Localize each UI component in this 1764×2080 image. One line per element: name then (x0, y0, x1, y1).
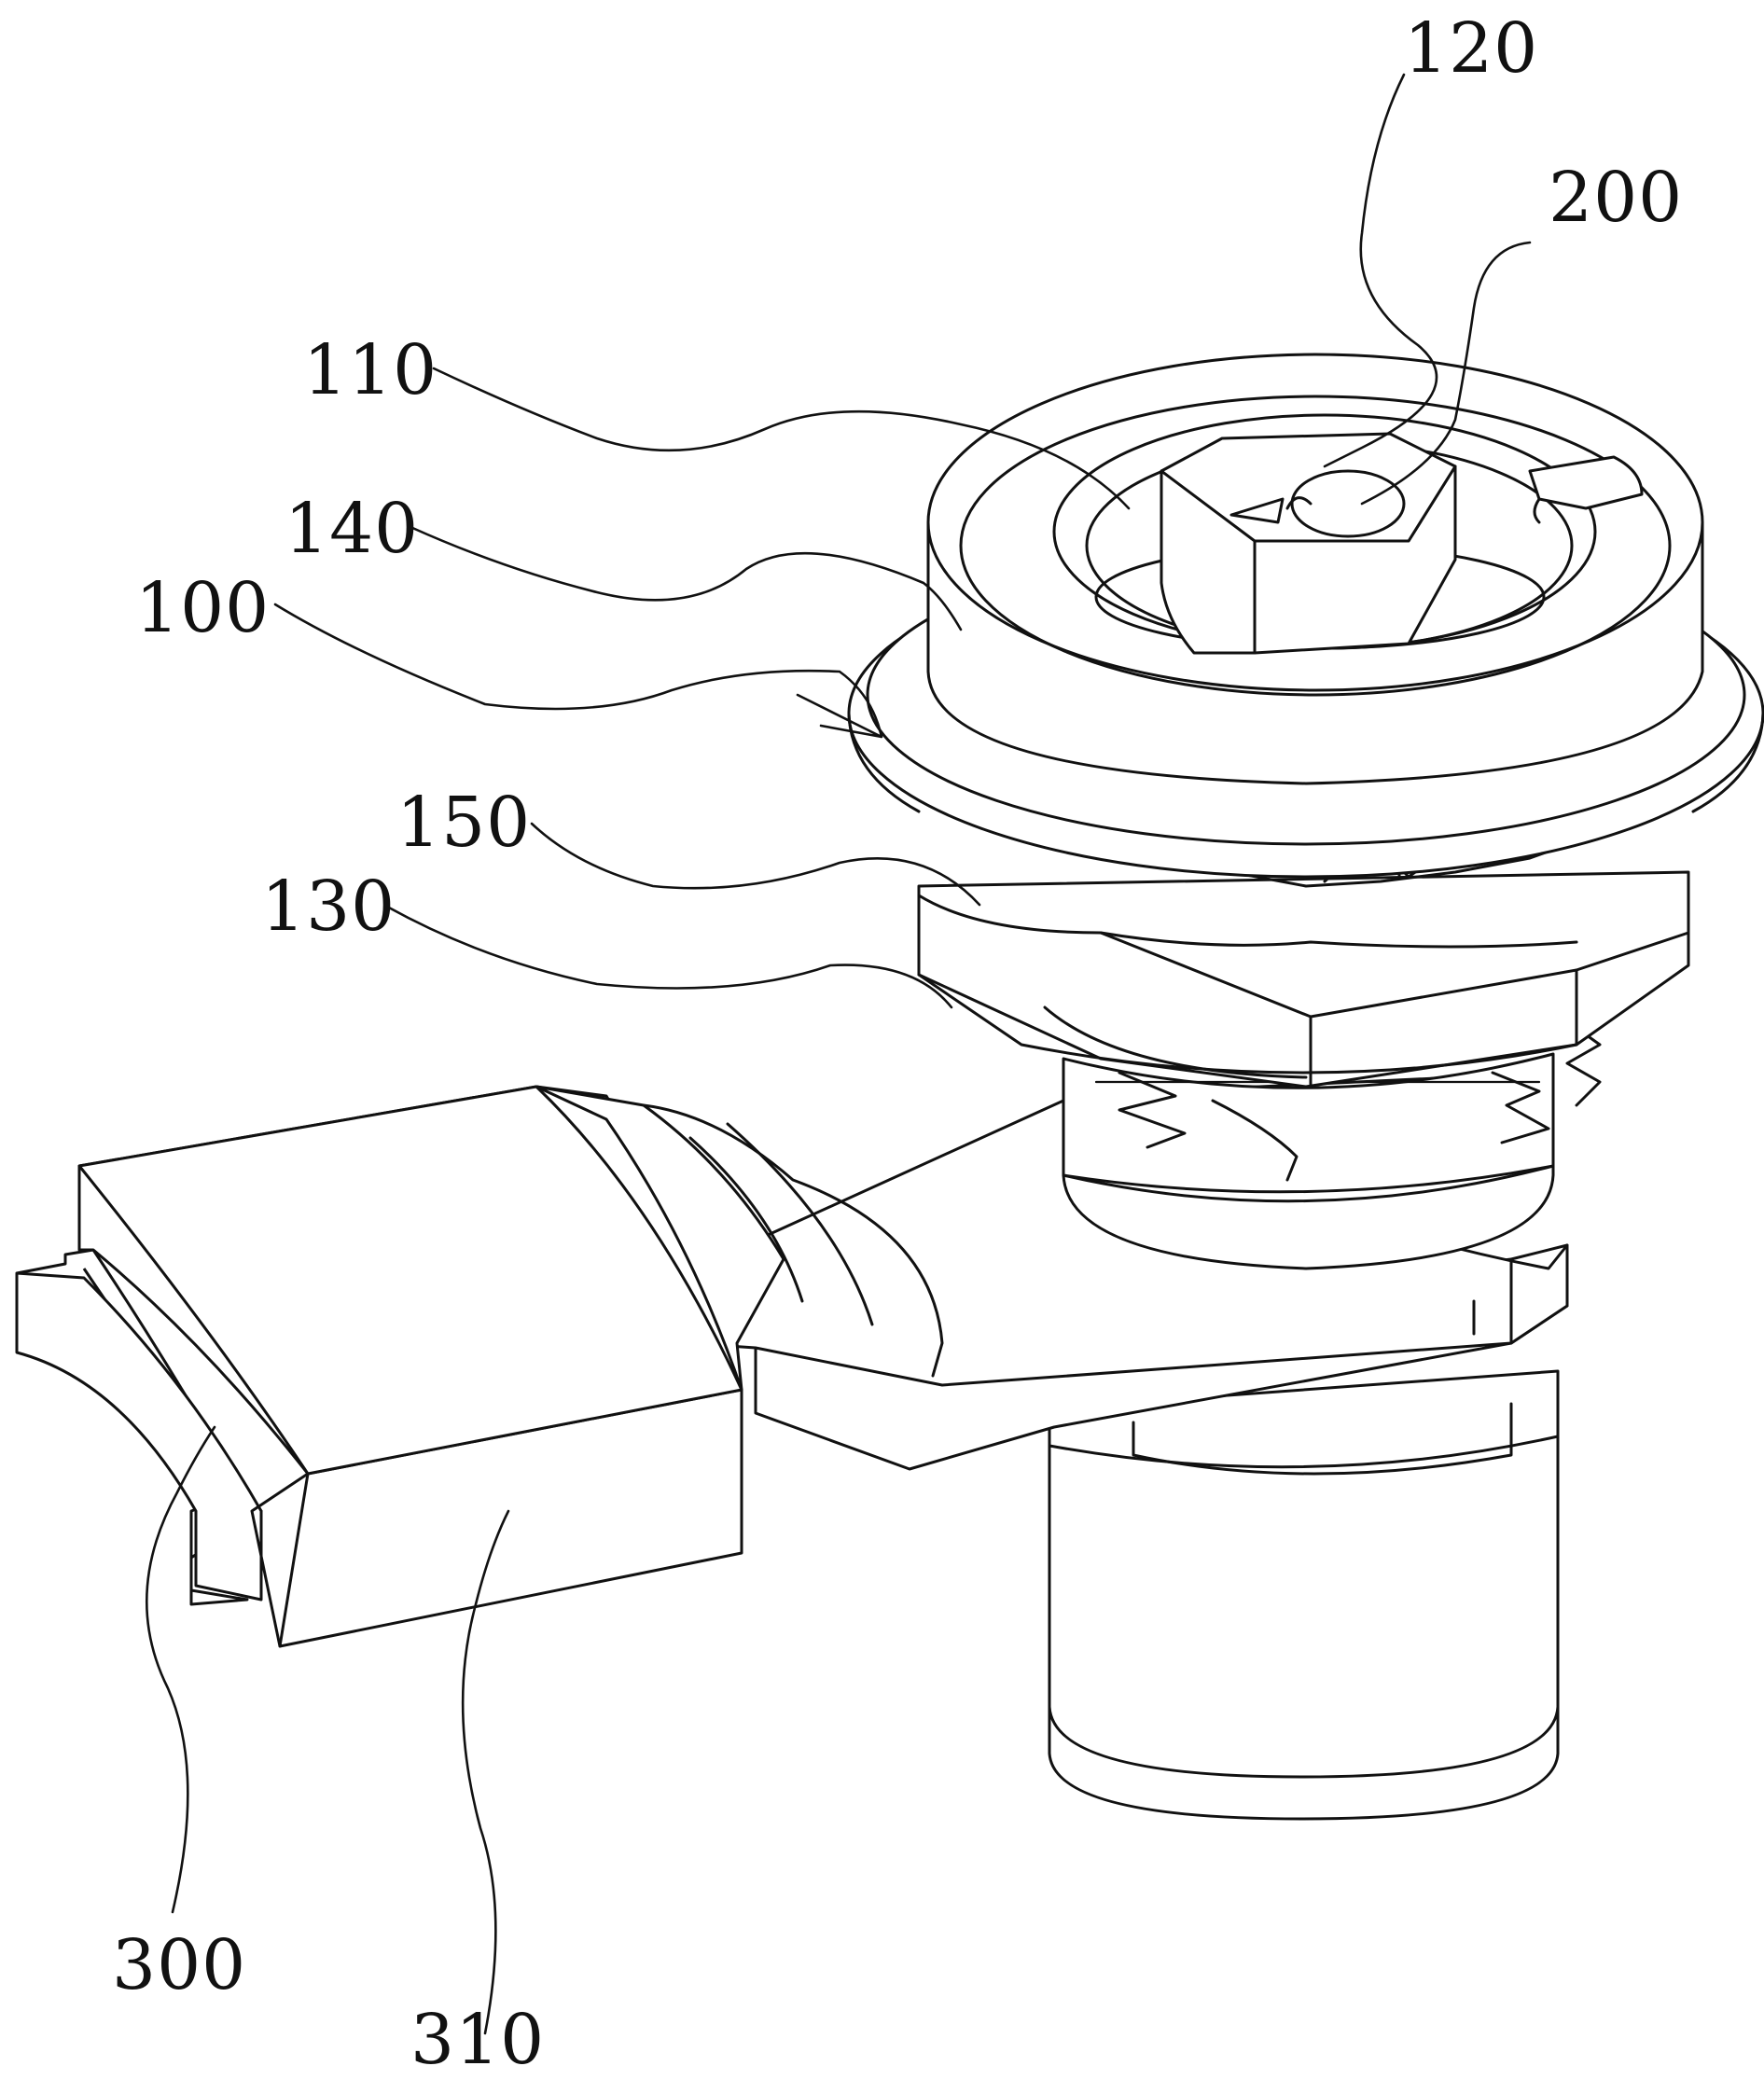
label-100: 100 (135, 568, 271, 648)
threaded-shaft (1062, 1019, 1602, 1270)
leader-110 (432, 367, 1131, 510)
leader-150 (530, 822, 981, 907)
hex-nut (917, 870, 1690, 1089)
arrow-100 (796, 693, 882, 739)
label-140: 140 (285, 489, 420, 569)
leader-140 (409, 525, 963, 631)
leader-310 (461, 1509, 510, 2035)
label-300: 300 (112, 1925, 247, 2005)
leader-120 (1323, 73, 1438, 468)
lower-cylinder (1048, 1369, 1560, 1821)
latch-block (15, 1085, 944, 1648)
leader-lines (146, 73, 1532, 2035)
leader-100 (273, 603, 883, 739)
label-110: 110 (303, 330, 438, 410)
leader-200 (1360, 241, 1532, 506)
label-120: 120 (1404, 8, 1539, 89)
label-130: 130 (261, 867, 396, 947)
leader-130 (385, 905, 953, 1009)
label-310: 310 (410, 2000, 546, 2080)
label-150: 150 (396, 783, 532, 863)
leader-300 (146, 1425, 216, 1914)
square-drive (1094, 432, 1546, 655)
label-200: 200 (1549, 158, 1684, 238)
